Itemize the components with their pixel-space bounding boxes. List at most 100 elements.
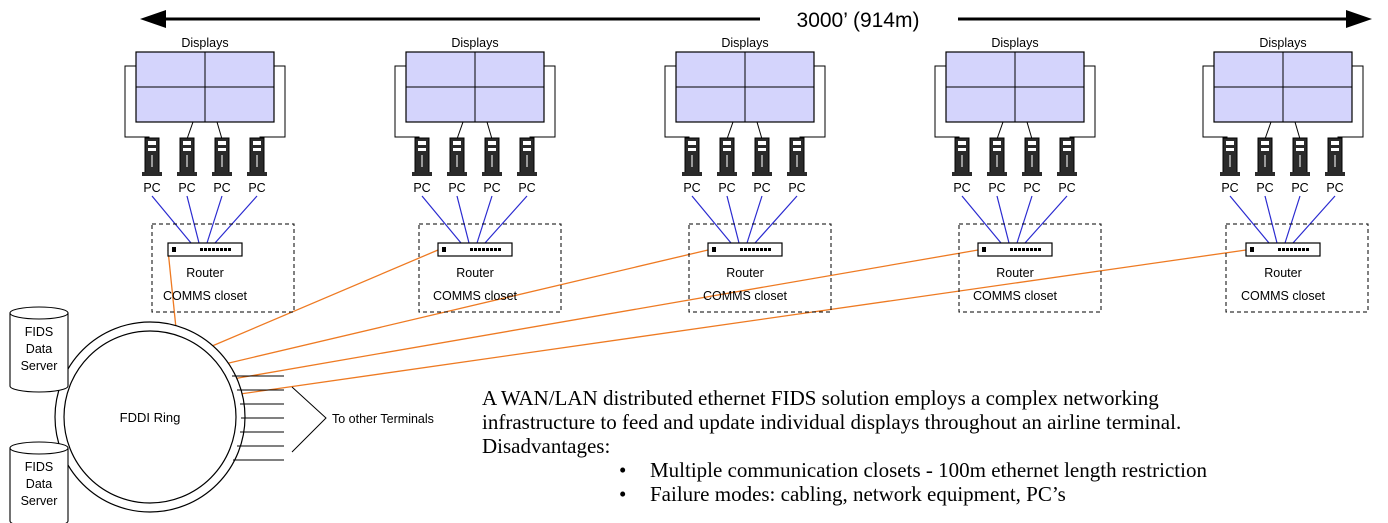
server-label: FIDS (25, 325, 53, 339)
comms-closet (958, 223, 1102, 313)
comms-closet (1225, 223, 1369, 313)
description: A WAN/LAN distributed ethernet FIDS solu… (482, 386, 1382, 506)
pc-link (456, 195, 470, 244)
pc-tower-icon (1290, 137, 1310, 176)
pc-tower-icon (482, 137, 502, 176)
pc-label: PC (1058, 181, 1075, 195)
pc-label: PC (483, 181, 500, 195)
pc-label: PC (753, 181, 770, 195)
pc-label: PC (1291, 181, 1308, 195)
displays-label: Displays (181, 36, 228, 50)
closet-label: COMMS closet (973, 289, 1058, 303)
displays-label: Displays (451, 36, 498, 50)
pc-link (691, 195, 732, 244)
router-label: Router (1264, 266, 1302, 280)
pc-label: PC (448, 181, 465, 195)
backbone-link (197, 249, 439, 353)
server-label: Server (21, 494, 58, 508)
pc-tower-icon (987, 137, 1007, 176)
backbone-link (225, 249, 1247, 397)
pc-label: PC (1023, 181, 1040, 195)
displays-label: Displays (721, 36, 768, 50)
pc-label: PC (1256, 181, 1273, 195)
server-label: Data (26, 342, 52, 356)
pc-tower-icon (447, 137, 467, 176)
comms-closet (688, 223, 832, 313)
router-icon (1245, 242, 1321, 257)
pc-tower-icon (952, 137, 972, 176)
display-cable (726, 121, 734, 140)
display-cable (456, 121, 464, 140)
pc-tower-icon (1057, 137, 1077, 176)
display-cable (1026, 121, 1033, 140)
pc-tower-icon (1022, 137, 1042, 176)
displays-label: Displays (1259, 36, 1306, 50)
backbone-link (211, 249, 709, 368)
pc-label: PC (788, 181, 805, 195)
pc-label: PC (1326, 181, 1343, 195)
display-wall (405, 51, 545, 123)
display-cable (756, 121, 763, 140)
pc-label: PC (988, 181, 1005, 195)
display-cable (186, 121, 194, 140)
closet-label: COMMS closet (433, 289, 518, 303)
disadvantage-item: Failure modes: cabling, network equipmen… (482, 482, 1382, 506)
closet-label: COMMS closet (703, 289, 788, 303)
displays-label: Displays (991, 36, 1038, 50)
display-cable (996, 121, 1004, 140)
pc-link (206, 195, 223, 244)
pc-link (186, 195, 200, 244)
pc-tower-icon (517, 137, 537, 176)
pc-link (726, 195, 740, 244)
pc-tower-icon (1220, 137, 1240, 176)
pc-label: PC (953, 181, 970, 195)
pc-label: PC (518, 181, 535, 195)
other-terminal-links (232, 375, 327, 461)
pc-link (476, 195, 493, 244)
description-line-2: infrastructure to feed and update indivi… (482, 410, 1182, 434)
pc-label: PC (413, 181, 430, 195)
pc-link (1016, 195, 1033, 244)
pc-link (1292, 195, 1336, 244)
comms-closet (418, 223, 562, 313)
backbone-link (167, 249, 178, 339)
span-arrow (140, 10, 1372, 28)
pc-label: PC (683, 181, 700, 195)
pc-link (484, 195, 528, 244)
pc-label: PC (718, 181, 735, 195)
pc-label: PC (248, 181, 265, 195)
pc-link (151, 195, 192, 244)
display-cable (486, 121, 493, 140)
pc-link (961, 195, 1002, 244)
pc-tower-icon (177, 137, 197, 176)
disadvantages-list: Multiple communication closets - 100m et… (482, 458, 1382, 506)
server-label: Data (26, 477, 52, 491)
display-cable (1294, 121, 1301, 140)
pc-tower-icon (142, 137, 162, 176)
display-cable (1264, 121, 1272, 140)
pc-tower-icon (212, 137, 232, 176)
pc-tower-icon (682, 137, 702, 176)
display-wall (135, 51, 275, 123)
pc-link (754, 195, 798, 244)
pc-label: PC (178, 181, 195, 195)
pc-link (996, 195, 1010, 244)
pc-label: PC (1221, 181, 1238, 195)
router-label: Router (726, 266, 764, 280)
pc-link (1284, 195, 1301, 244)
router-icon (437, 242, 513, 257)
pc-tower-icon (752, 137, 772, 176)
backbone-link (220, 249, 979, 382)
display-wall (1213, 51, 1353, 123)
other-terminals-label: To other Terminals (332, 412, 434, 426)
display-wall (945, 51, 1085, 123)
